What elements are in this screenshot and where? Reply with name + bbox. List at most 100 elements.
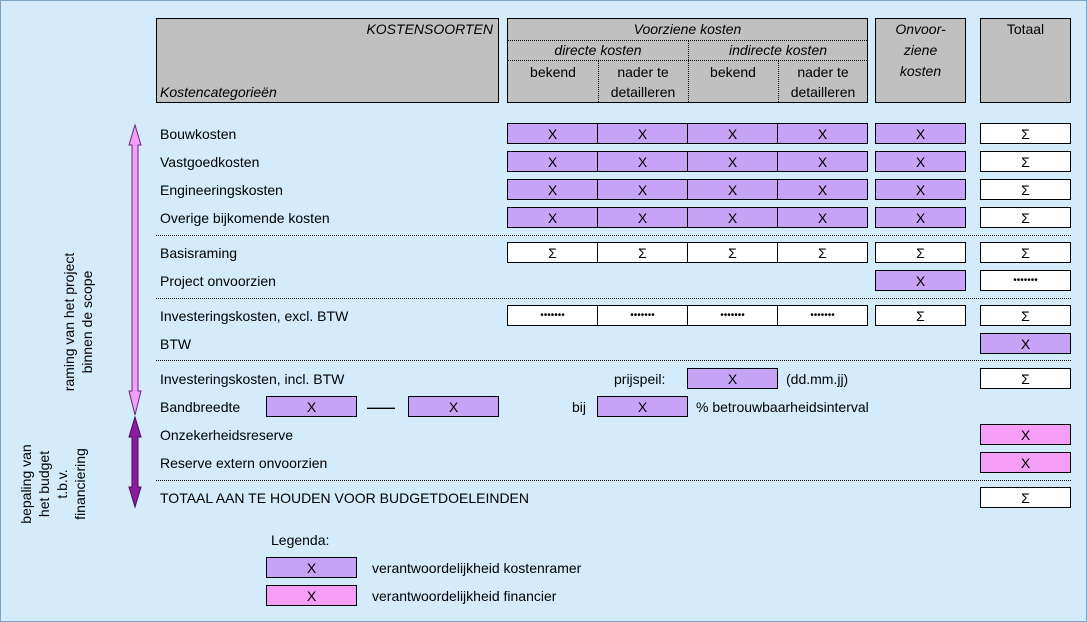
header-divider bbox=[508, 60, 867, 61]
cell-x: X bbox=[875, 179, 966, 200]
row-label-bandbreedte: Bandbreedte bbox=[160, 399, 241, 415]
bepaling-line-2: het budget bbox=[36, 450, 52, 518]
row-label-totaal-budget: TOTAAL AAN TE HOUDEN VOOR BUDGETDOELEIND… bbox=[160, 490, 529, 506]
cell-sigma: Σ bbox=[980, 487, 1071, 508]
bandbreedte-high-box: X bbox=[408, 396, 499, 417]
cell-sigma: Σ bbox=[507, 242, 598, 263]
header-kostensoorten-cell: KOSTENSOORTEN Kostencategorieën bbox=[156, 18, 499, 103]
raming-line-1: raming van het project bbox=[61, 252, 77, 392]
section-divider bbox=[156, 235, 1071, 236]
row-label-vastgoedkosten: Vastgoedkosten bbox=[160, 154, 260, 170]
cell-x: X bbox=[507, 123, 598, 144]
row-label-invest-excl: Investeringskosten, excl. BTW bbox=[160, 308, 349, 324]
legend-swatch-financier: X bbox=[266, 585, 357, 606]
cell-sigma: Σ bbox=[980, 305, 1071, 326]
nader-indirect-label-1: nader te bbox=[797, 64, 849, 80]
cell-sigma: Σ bbox=[980, 242, 1071, 263]
row-label-reserve-extern: Reserve extern onvoorzien bbox=[160, 455, 328, 471]
raming-line-2: binnen de scope bbox=[79, 270, 95, 374]
cell-x: X bbox=[507, 179, 598, 200]
cell-x-financier: X bbox=[980, 452, 1071, 473]
raming-arrow bbox=[128, 123, 142, 416]
bepaling-line-3: t.b.v. bbox=[54, 469, 70, 499]
cell-x: X bbox=[875, 207, 966, 228]
cell-sigma: Σ bbox=[980, 179, 1071, 200]
bandbreedte-low-box: X bbox=[266, 396, 357, 417]
datum-label: (dd.mm.jj) bbox=[786, 371, 849, 387]
voorziene-kosten-label: Voorziene kosten bbox=[633, 21, 742, 37]
cell-sigma: Σ bbox=[777, 242, 868, 263]
bekend-indirect-label: bekend bbox=[710, 64, 756, 80]
section-divider bbox=[156, 480, 1071, 481]
cell-dots: ••••••• bbox=[980, 270, 1071, 291]
onvoorziene-label-2: ziene bbox=[903, 42, 938, 58]
row-label-bouwkosten: Bouwkosten bbox=[160, 126, 237, 142]
cell-x: X bbox=[687, 207, 778, 228]
header-voorziene-kosten-cell: Voorziene kosten directe kosten indirect… bbox=[507, 18, 868, 103]
section-divider bbox=[156, 298, 1071, 299]
legend-title: Legenda: bbox=[271, 532, 330, 548]
cell-x: X bbox=[875, 270, 966, 291]
cell-sigma: Σ bbox=[597, 242, 688, 263]
cell-dots: ••••••• bbox=[777, 305, 868, 326]
row-label-btw: BTW bbox=[160, 336, 192, 352]
totaal-label: Totaal bbox=[1006, 21, 1045, 37]
kostencategorieen-label: Kostencategorieën bbox=[160, 84, 277, 100]
row-label-overige: Overige bijkomende kosten bbox=[160, 210, 330, 226]
cell-sigma: Σ bbox=[875, 242, 966, 263]
bekend-direct-label: bekend bbox=[530, 64, 576, 80]
legend-label-financier: verantwoordelijkheid financier bbox=[372, 588, 557, 604]
header-divider bbox=[688, 40, 689, 102]
cell-sigma: Σ bbox=[687, 242, 778, 263]
indirecte-kosten-label: indirecte kosten bbox=[728, 42, 828, 58]
cell-dots: ••••••• bbox=[507, 305, 598, 326]
cell-x: X bbox=[507, 151, 598, 172]
bandbreedte-dash: —— bbox=[367, 399, 395, 415]
row-label-invest-incl: Investeringskosten, incl. BTW bbox=[160, 371, 345, 387]
cell-x: X bbox=[875, 151, 966, 172]
nader-indirect-label-2: detailleren bbox=[790, 84, 856, 100]
cell-x: X bbox=[980, 333, 1071, 354]
cell-x: X bbox=[777, 151, 868, 172]
cell-x: X bbox=[597, 123, 688, 144]
cell-sigma: Σ bbox=[980, 123, 1071, 144]
header-divider bbox=[508, 40, 867, 41]
bij-label: bij bbox=[572, 399, 587, 415]
prijspeil-label: prijspeil: bbox=[614, 371, 666, 387]
legend-swatch-kostenramer: X bbox=[266, 557, 357, 578]
cell-x-financier: X bbox=[980, 424, 1071, 445]
header-onvoorziene-cell: Onvoor- ziene kosten bbox=[875, 18, 966, 103]
header-totaal-cell: Totaal bbox=[980, 18, 1071, 103]
bepaling-line-1: bepaling van bbox=[18, 444, 34, 524]
header-divider bbox=[778, 61, 779, 102]
nader-direct-label-2: detailleren bbox=[610, 84, 676, 100]
kostensoorten-label: KOSTENSOORTEN bbox=[366, 21, 493, 37]
section-divider bbox=[156, 360, 1071, 361]
row-label-basisraming: Basisraming bbox=[160, 245, 238, 261]
nader-direct-label-1: nader te bbox=[617, 64, 669, 80]
cell-sigma: Σ bbox=[875, 305, 966, 326]
row-label-onzekerheidsreserve: Onzekerheidsreserve bbox=[160, 427, 294, 443]
cell-x: X bbox=[687, 151, 778, 172]
cell-dots: ••••••• bbox=[597, 305, 688, 326]
cell-x: X bbox=[597, 151, 688, 172]
cell-sigma: Σ bbox=[980, 151, 1071, 172]
cell-x: X bbox=[687, 179, 778, 200]
cell-x: X bbox=[777, 207, 868, 228]
cell-x: X bbox=[777, 179, 868, 200]
cell-dots: ••••••• bbox=[687, 305, 778, 326]
cell-x: X bbox=[777, 123, 868, 144]
prijspeil-box: X bbox=[687, 368, 778, 389]
bepaling-side-text: bepaling van het budget t.b.v. financier… bbox=[17, 424, 97, 544]
onvoorziene-label-1: Onvoor- bbox=[895, 21, 946, 37]
row-label-engineeringskosten: Engineeringskosten bbox=[160, 182, 283, 198]
onvoorziene-label-3: kosten bbox=[899, 63, 942, 79]
row-label-project-onvoorzien: Project onvoorzien bbox=[160, 273, 276, 289]
cell-x: X bbox=[507, 207, 598, 228]
cell-sigma: Σ bbox=[980, 207, 1071, 228]
cell-x: X bbox=[875, 123, 966, 144]
cell-sigma: Σ bbox=[980, 368, 1071, 389]
cell-x: X bbox=[597, 179, 688, 200]
financiering-arrow bbox=[128, 415, 142, 509]
